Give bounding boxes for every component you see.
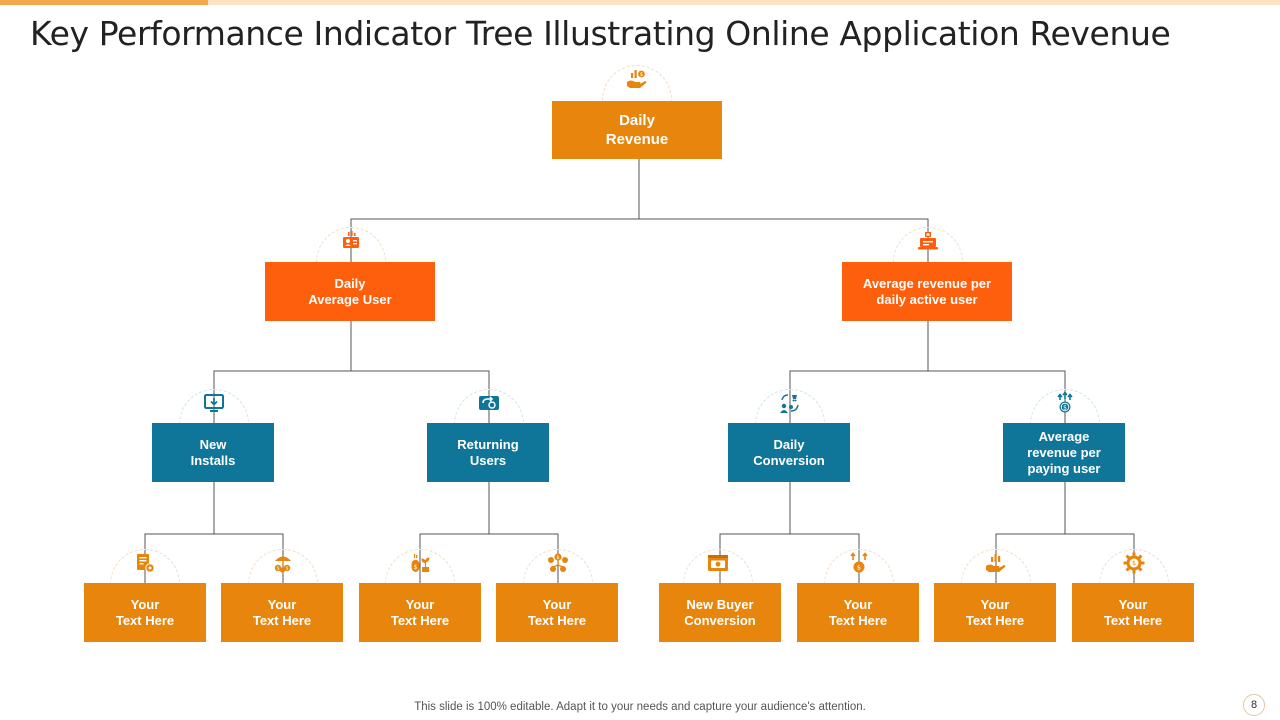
leaf-2-icon-badge: $ $ <box>248 549 318 619</box>
page-number: 8 <box>1243 694 1265 716</box>
node-leaf-7-label: Your Text Here <box>965 596 1025 628</box>
returning-users-icon-badge <box>454 389 524 459</box>
node-leaf-3-label: Your Text Here <box>390 596 450 628</box>
leaf-8-icon-badge: $ <box>1099 549 1169 619</box>
node-daily-conversion-label: Daily Conversion <box>753 436 825 468</box>
revenue-hand-icon: $ <box>627 70 647 88</box>
node-average-revenue-per-daily-active-user[interactable]: Average revenue per daily active user <box>842 262 1012 321</box>
leaf-4-icon-badge: $ <box>523 549 593 619</box>
download-monitor-icon <box>204 394 224 412</box>
connector-root-bar <box>350 218 929 262</box>
leaf-1-icon-badge <box>110 549 180 619</box>
browser-money-icon <box>708 555 728 571</box>
node-leaf-1[interactable]: Your Text Here <box>84 583 206 642</box>
daily-conversion-icon-badge <box>755 389 825 459</box>
node-new-buyer-conversion[interactable]: New Buyer Conversion <box>659 583 781 642</box>
leaf-3-icon-badge: $ <box>385 549 455 619</box>
connector-arpdau-bar <box>789 370 1066 423</box>
node-returning-users-label: Returning Users <box>457 436 519 468</box>
daily-average-user-icon-badge <box>316 227 386 297</box>
node-leaf-8[interactable]: Your Text Here <box>1072 583 1194 642</box>
svg-text:$: $ <box>414 564 418 571</box>
hand-chart-icon <box>986 554 1006 572</box>
leaf-7-icon-badge <box>961 549 1031 619</box>
leaf-5-icon-badge <box>683 549 753 619</box>
node-returning-users[interactable]: Returning Users <box>427 423 549 482</box>
dollar-network-icon: $ <box>548 553 568 572</box>
node-leaf-6[interactable]: Your Text Here <box>797 583 919 642</box>
node-leaf-4-label: Your Text Here <box>527 596 587 628</box>
svg-text:$: $ <box>1132 560 1136 567</box>
node-average-revenue-per-paying-user[interactable]: Average revenue per paying user <box>1003 423 1125 482</box>
gear-money-icon: $ <box>1123 552 1145 574</box>
svg-text:$: $ <box>1063 404 1067 411</box>
top-accent-bar <box>0 0 1280 5</box>
user-cart-cycle-icon <box>780 394 799 413</box>
node-daily-average-user-label: Daily Average User <box>308 275 392 307</box>
svg-text:$: $ <box>277 566 280 572</box>
node-leaf-6-label: Your Text Here <box>828 596 888 628</box>
node-leaf-8-label: Your Text Here <box>1103 596 1163 628</box>
node-arpdau-label: Average revenue per daily active user <box>862 275 992 307</box>
svg-text:$: $ <box>640 72 643 78</box>
node-daily-revenue[interactable]: Daily Revenue <box>552 101 722 159</box>
coin-arrows-icon: $ <box>850 552 868 573</box>
new-installs-icon-badge <box>179 389 249 459</box>
slide-title: Key Performance Indicator Tree Illustrat… <box>30 14 1171 53</box>
coin-growth-icon: $ <box>1057 391 1073 413</box>
footer-note: This slide is 100% editable. Adapt it to… <box>414 701 866 713</box>
umbrella-coins-icon: $ $ <box>274 556 291 573</box>
svg-text:$: $ <box>556 555 559 561</box>
node-daily-revenue-label: Daily Revenue <box>605 112 669 148</box>
money-bag-plant-icon: $ <box>411 554 430 572</box>
svg-text:$: $ <box>857 563 861 571</box>
connector-daily-average-user-bar <box>213 370 490 423</box>
node-leaf-1-label: Your Text Here <box>115 596 175 628</box>
node-new-installs[interactable]: New Installs <box>152 423 274 482</box>
return-arrow-icon <box>479 396 499 410</box>
laptop-revenue-icon <box>918 232 938 250</box>
user-analytics-icon <box>343 231 359 248</box>
arpdau-icon-badge <box>893 227 963 297</box>
node-arppu-label: Average revenue per paying user <box>1027 428 1101 476</box>
node-leaf-2-label: Your Text Here <box>252 596 312 628</box>
arppu-icon-badge: $ <box>1030 389 1100 459</box>
node-new-buyer-conversion-label: New Buyer Conversion <box>684 596 756 628</box>
node-leaf-2[interactable]: Your Text Here <box>221 583 343 642</box>
leaf-6-icon-badge: $ <box>824 549 894 619</box>
document-gear-icon <box>137 554 155 573</box>
node-daily-average-user[interactable]: Daily Average User <box>265 262 435 321</box>
node-daily-conversion[interactable]: Daily Conversion <box>728 423 850 482</box>
node-leaf-7[interactable]: Your Text Here <box>934 583 1056 642</box>
root-icon-badge: $ <box>602 65 672 135</box>
svg-text:$: $ <box>286 566 289 572</box>
node-leaf-4[interactable]: Your Text Here <box>496 583 618 642</box>
node-leaf-3[interactable]: Your Text Here <box>359 583 481 642</box>
node-new-installs-label: New Installs <box>190 436 236 468</box>
top-accent-highlight <box>0 0 208 5</box>
